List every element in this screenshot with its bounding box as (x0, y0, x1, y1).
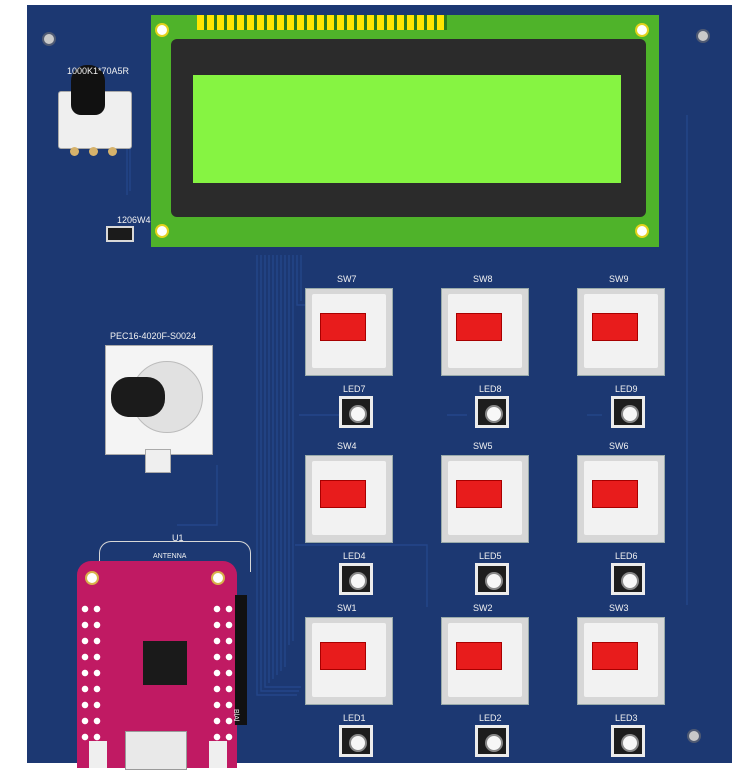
led-lens (621, 734, 639, 752)
switch-actuator (592, 313, 638, 341)
switch-label: SW6 (609, 441, 629, 451)
switch-label: SW7 (337, 274, 357, 284)
tactile-switch[interactable] (305, 617, 393, 705)
led-label: LED5 (479, 551, 502, 561)
switch-actuator (320, 480, 366, 508)
module-mount-hole (85, 571, 99, 585)
rotary-encoder[interactable] (105, 345, 213, 473)
switch-label: SW4 (337, 441, 357, 451)
smd-led (611, 725, 645, 757)
switch-label: SW3 (609, 603, 629, 613)
trimpot-label: 1000K1*70A5R (67, 66, 130, 76)
led-label: LED7 (343, 384, 366, 394)
lcd-mount-hole (155, 224, 169, 238)
led-lens (349, 734, 367, 752)
trimpot[interactable] (56, 65, 132, 157)
led-label: LED3 (615, 713, 638, 723)
usb-side-pad (209, 741, 227, 768)
led-label: LED4 (343, 551, 366, 561)
antenna-outline (99, 541, 251, 572)
trace-layer (126, 115, 688, 696)
switch-actuator (456, 642, 502, 670)
switch-label: SW9 (609, 274, 629, 284)
switch-actuator (456, 313, 502, 341)
lcd-mount-hole (635, 224, 649, 238)
tactile-switch[interactable] (577, 288, 665, 376)
lcd-header-pins (197, 15, 447, 30)
led-package (478, 399, 506, 425)
switch-actuator (320, 313, 366, 341)
module-pins-left (79, 601, 103, 741)
smd-resistor (106, 226, 134, 242)
resistor-label: 1206W4 (117, 215, 151, 225)
lcd-screen (193, 75, 621, 183)
tactile-switch[interactable] (577, 455, 665, 543)
smd-led (339, 725, 373, 757)
tactile-switch[interactable] (441, 288, 529, 376)
switch-label: SW5 (473, 441, 493, 451)
led-lens (485, 572, 503, 590)
usb-connector (125, 731, 187, 770)
smd-led (339, 563, 373, 595)
led-label: LED1 (343, 713, 366, 723)
switch-label: SW2 (473, 603, 493, 613)
led-package (614, 566, 642, 592)
module-chip (143, 641, 187, 685)
module-pins-right (211, 601, 235, 741)
led-label: LED2 (479, 713, 502, 723)
pcb-board: 1000K1*70A5R 1206W4 PEC16-4020F-S0024 U1… (27, 5, 732, 770)
led-lens (349, 405, 367, 423)
tactile-switch[interactable] (577, 617, 665, 705)
led-lens (349, 572, 367, 590)
esp-module (77, 561, 237, 770)
led-package (342, 566, 370, 592)
module-mount-hole (211, 571, 225, 585)
tactile-switch[interactable] (305, 455, 393, 543)
smd-led (475, 725, 509, 757)
led-package (478, 728, 506, 754)
smd-led (475, 563, 509, 595)
encoder-label: PEC16-4020F-S0024 (110, 331, 197, 341)
tactile-switch[interactable] (305, 288, 393, 376)
led-lens (485, 734, 503, 752)
module-label: U1 (172, 533, 184, 543)
led-lens (621, 405, 639, 423)
lcd-mount-hole (635, 23, 649, 37)
antenna-label: ANTENNA (153, 553, 187, 560)
led-package (614, 728, 642, 754)
lcd-mount-hole (155, 23, 169, 37)
smd-led (475, 396, 509, 428)
smd-led (611, 396, 645, 428)
led-package (478, 566, 506, 592)
tactile-switch[interactable] (441, 617, 529, 705)
led-package (342, 399, 370, 425)
mounting-hole (42, 32, 56, 46)
led-label: LED9 (615, 384, 638, 394)
led-lens (485, 405, 503, 423)
switch-label: SW8 (473, 274, 493, 284)
led-label: LED6 (615, 551, 638, 561)
switch-actuator (320, 642, 366, 670)
led-lens (621, 572, 639, 590)
led-package (342, 728, 370, 754)
lcd-module (151, 15, 659, 247)
usb-side-pad (89, 741, 107, 768)
led-label: LED8 (479, 384, 502, 394)
module-header (235, 595, 247, 725)
switch-label: SW1 (337, 603, 357, 613)
smd-led (339, 396, 373, 428)
led-package (614, 399, 642, 425)
switch-actuator (456, 480, 502, 508)
mounting-hole (696, 29, 710, 43)
switch-actuator (592, 642, 638, 670)
switch-actuator (592, 480, 638, 508)
tactile-switch[interactable] (441, 455, 529, 543)
smd-led (611, 563, 645, 595)
mounting-hole (687, 729, 701, 743)
